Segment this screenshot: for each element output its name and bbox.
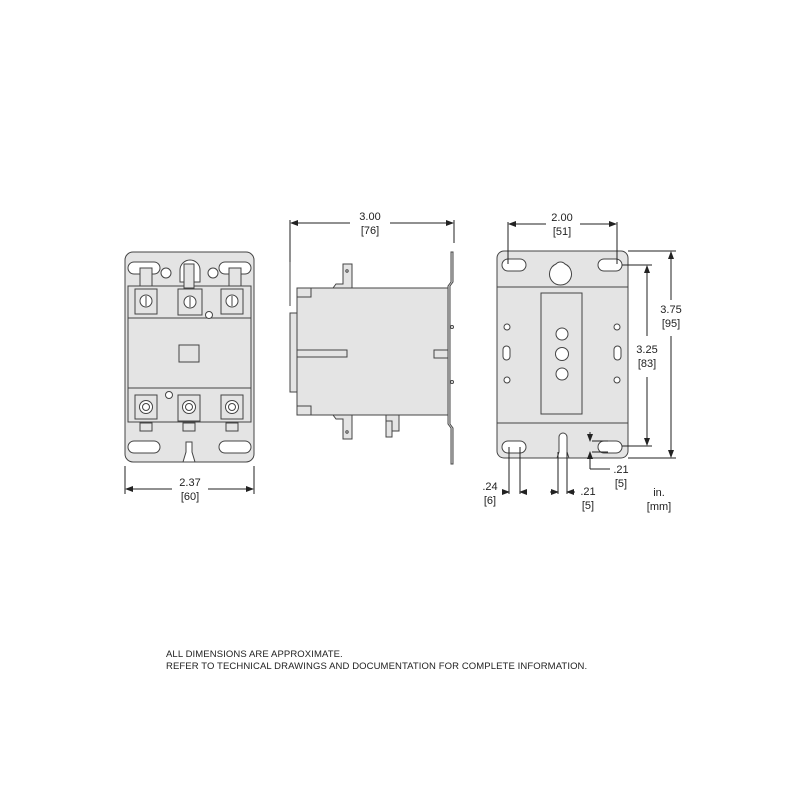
side-connector-pin — [385, 420, 393, 438]
bottom-tab-right — [225, 422, 239, 432]
top-qc-tab-center — [183, 263, 195, 289]
back-hole — [555, 367, 569, 381]
hole-spacing-v-inch: 3.25 — [636, 344, 657, 356]
side-depth-mm: [76] — [361, 225, 379, 237]
back-side-slot — [502, 345, 511, 361]
screw-icon — [613, 376, 621, 384]
back-dimensions — [502, 221, 676, 495]
side-depth-dimension — [289, 220, 455, 262]
screw-icon — [503, 376, 511, 384]
slot-width-inch: .24 — [482, 481, 497, 493]
bottom-tab-center — [182, 422, 196, 432]
coil-screw-icon — [207, 267, 219, 279]
slot-width-mm: [6] — [484, 495, 496, 507]
keyhole-icon — [549, 261, 572, 286]
back-center-slot — [556, 432, 570, 459]
side-mounting-plate — [447, 251, 454, 465]
screw-icon — [225, 400, 239, 414]
front-view — [124, 251, 255, 463]
top-qc-tab-left — [139, 267, 153, 287]
slot-height-mm: [5] — [615, 478, 627, 490]
units-secondary: [mm] — [647, 501, 671, 513]
side-depth-inch: 3.00 — [359, 211, 380, 223]
bottom-right-slot — [218, 440, 252, 454]
back-side-slot — [613, 345, 622, 361]
hole-spacing-h-inch: 2.00 — [551, 212, 572, 224]
side-bar — [296, 349, 348, 358]
side-cover — [289, 312, 298, 393]
small-screw-icon — [205, 311, 213, 319]
hole-spacing-h-mm: [51] — [553, 226, 571, 238]
indicator-window — [178, 344, 200, 363]
bottom-tab-left — [139, 422, 153, 432]
screw-icon — [139, 400, 153, 414]
side-corner-block — [296, 405, 312, 416]
bottom-left-slot — [127, 440, 161, 454]
screw-icon — [182, 400, 196, 414]
back-hole — [555, 327, 569, 341]
hole-spacing-v-mm: [83] — [638, 358, 656, 370]
side-bottom-tab — [332, 414, 353, 440]
screw-icon — [503, 323, 511, 331]
back-top-right-slot — [597, 258, 623, 272]
center-slot-width-inch: .21 — [580, 486, 595, 498]
coil-screw-icon — [160, 267, 172, 279]
back-top-left-slot — [501, 258, 527, 272]
center-slot-width-mm: [5] — [582, 500, 594, 512]
screw-icon — [613, 323, 621, 331]
back-bottom-left-slot — [501, 440, 527, 454]
side-top-tab — [332, 263, 353, 289]
back-hole — [555, 347, 569, 361]
side-view — [289, 251, 454, 465]
units-primary: in. — [653, 487, 665, 499]
front-width-mm: [60] — [181, 491, 199, 503]
overall-height-mm: [95] — [662, 318, 680, 330]
note-line-1: ALL DIMENSIONS ARE APPROXIMATE. — [166, 649, 343, 660]
overall-height-inch: 3.75 — [660, 304, 681, 316]
top-qc-tab-right — [228, 267, 242, 287]
side-stub — [433, 349, 449, 359]
slot-height-inch: .21 — [613, 464, 628, 476]
back-bottom-right-slot — [597, 440, 623, 454]
disclaimer-note: ALL DIMENSIONS ARE APPROXIMATE. REFER TO… — [166, 649, 587, 673]
back-view — [496, 250, 629, 459]
front-width-inch: 2.37 — [179, 477, 200, 489]
side-corner-block — [296, 287, 312, 298]
front-width-dimension — [124, 466, 255, 494]
note-line-2: REFER TO TECHNICAL DRAWINGS AND DOCUMENT… — [166, 661, 588, 672]
small-screw-icon — [165, 391, 173, 399]
bottom-center-notch — [182, 441, 196, 463]
